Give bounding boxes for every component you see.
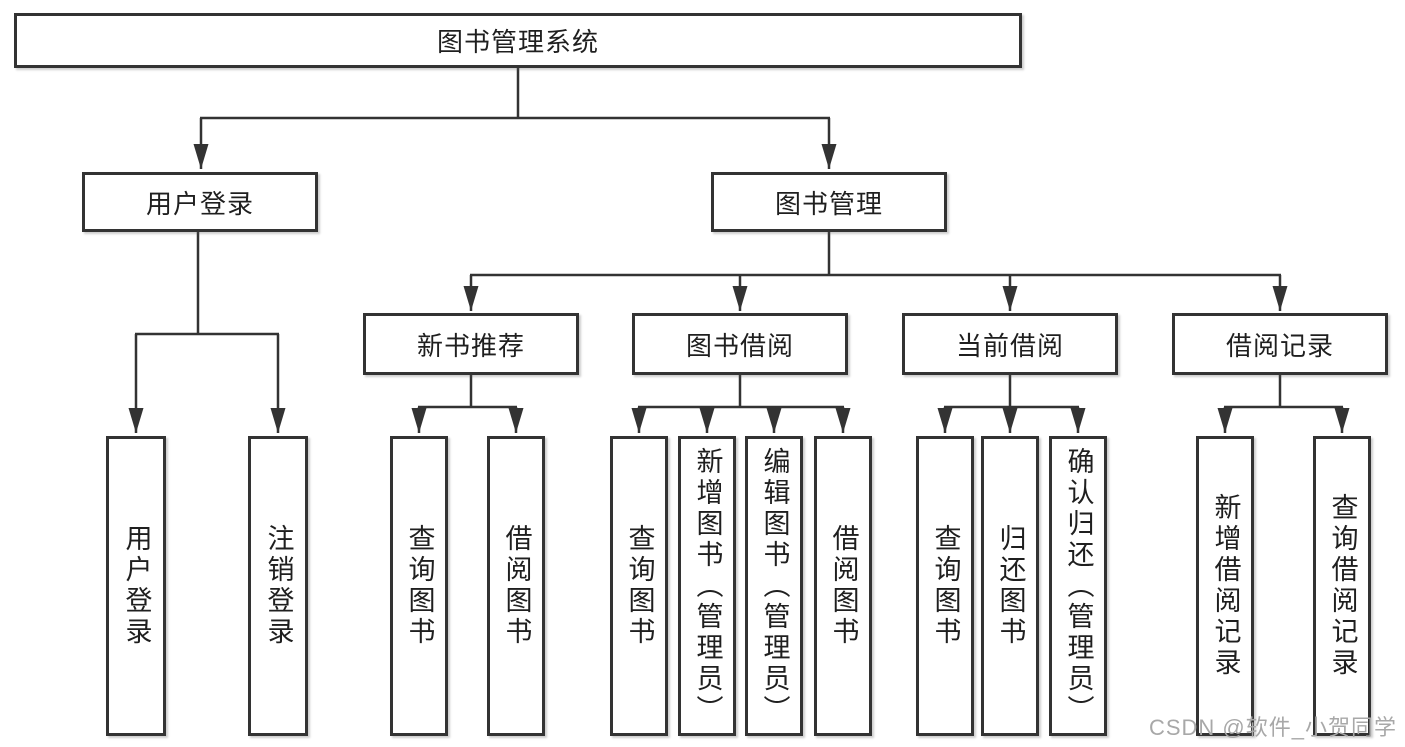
watermark: CSDN @软件_小贺同学 [1148,715,1397,740]
node-label: 图书管理系统 [436,27,599,57]
node-label: 查询借阅记录 [1327,493,1358,679]
node-current-borrow: 当前借阅 [902,313,1118,375]
node-label: 用户登录 [145,188,254,219]
leaf-confirm-return-admin: 确认归还（管理员） [1049,436,1107,736]
node-user-login: 用户登录 [82,172,318,232]
leaf-current-query-books: 查询图书 [916,436,974,736]
node-label: 确认归还（管理员） [1063,446,1094,726]
node-label: 借阅记录 [1225,330,1334,361]
leaf-lend-books: 借阅图书 [814,436,872,736]
node-label: 用户登录 [121,524,152,648]
node-label: 新书推荐 [416,330,525,361]
leaf-borrow-query-books: 查询图书 [610,436,668,736]
edge-root-trunk [200,68,830,120]
node-label: 当前借阅 [955,330,1064,361]
node-book-borrow: 图书借阅 [632,313,848,375]
leaf-recommend-borrow-books: 借阅图书 [487,436,545,736]
node-label: 借阅图书 [828,524,859,648]
leaf-recommend-query-books: 查询图书 [390,436,448,736]
node-borrow-records: 借阅记录 [1172,313,1388,375]
node-new-book-recommend: 新书推荐 [363,313,579,375]
node-label: 借阅图书 [501,524,532,648]
node-label: 注销登录 [263,524,294,648]
node-label: 图书管理 [774,188,883,219]
node-label: 查询图书 [404,524,435,648]
leaf-add-borrow-record: 新增借阅记录 [1196,436,1254,736]
leaf-edit-book-admin: 编辑图书（管理员） [745,436,803,736]
leaf-query-borrow-record: 查询借阅记录 [1313,436,1371,736]
leaf-user-login: 用户登录 [106,436,166,736]
node-label: 图书借阅 [685,330,794,361]
node-label: 新增借阅记录 [1210,493,1241,679]
edge-records-trunk [1224,375,1343,409]
edge-recommend-trunk [418,375,517,409]
edge-login-trunk [135,232,279,336]
node-label: 新增图书（管理员） [692,446,723,726]
edge-management-trunk [470,232,1281,277]
node-label: 查询图书 [624,524,655,648]
edge-current-trunk [944,375,1079,409]
leaf-return-books: 归还图书 [981,436,1039,736]
node-label: 查询图书 [930,524,961,648]
node-root: 图书管理系统 [14,13,1022,68]
node-label: 编辑图书（管理员） [759,446,790,726]
node-book-management: 图书管理 [711,172,947,232]
leaf-logout: 注销登录 [248,436,308,736]
leaf-add-book-admin: 新增图书（管理员） [678,436,736,736]
node-label: 归还图书 [995,524,1026,648]
edge-borrow-trunk [638,375,844,409]
